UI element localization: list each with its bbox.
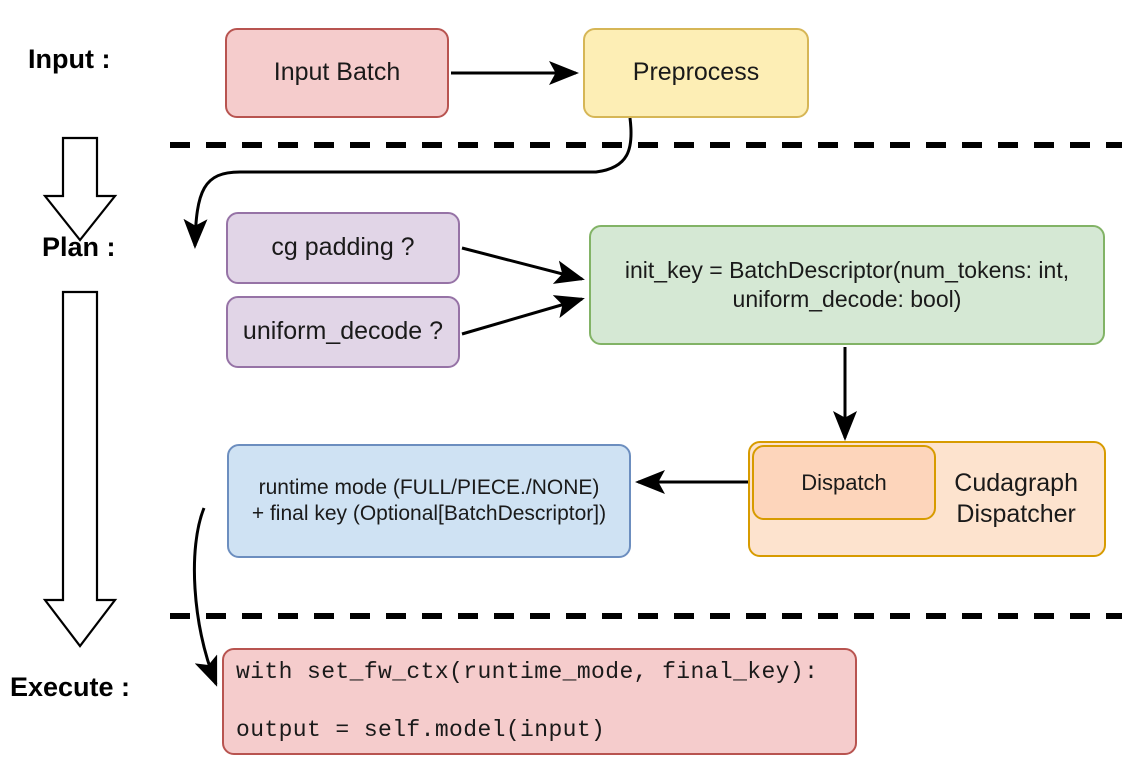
node-runtime-mode[interactable]: runtime mode (FULL/PIECE./NONE) + final … bbox=[227, 444, 631, 558]
node-cg-padding[interactable]: cg padding ? bbox=[226, 212, 460, 284]
code-line-2: output = self.model(input) bbox=[236, 716, 606, 743]
edge-uniform-decode-to-init-key bbox=[461, 295, 585, 336]
edge-runtime-mode-to-execute-code bbox=[192, 507, 218, 687]
stage-label-input: Input : bbox=[28, 44, 111, 74]
stage-label-execute: Execute : bbox=[10, 672, 131, 702]
node-uniform-decode[interactable]: uniform_decode ? bbox=[226, 296, 460, 368]
block-arrow-plan-to-execute bbox=[42, 290, 118, 648]
stage-label-plan: Plan : bbox=[42, 232, 116, 262]
node-preprocess[interactable]: Preprocess bbox=[583, 28, 809, 118]
node-execute-code[interactable]: with set_fw_ctx(runtime_mode, final_key)… bbox=[222, 648, 857, 755]
edge-cg-padding-to-init-key bbox=[461, 246, 585, 284]
code-line-1: with set_fw_ctx(runtime_mode, final_key)… bbox=[236, 659, 819, 686]
block-arrow-input-to-plan bbox=[42, 136, 118, 242]
node-init-key[interactable]: init_key = BatchDescriptor(num_tokens: i… bbox=[589, 225, 1105, 345]
node-dispatch[interactable]: Dispatch bbox=[752, 445, 936, 520]
node-input-batch[interactable]: Input Batch bbox=[225, 28, 449, 118]
